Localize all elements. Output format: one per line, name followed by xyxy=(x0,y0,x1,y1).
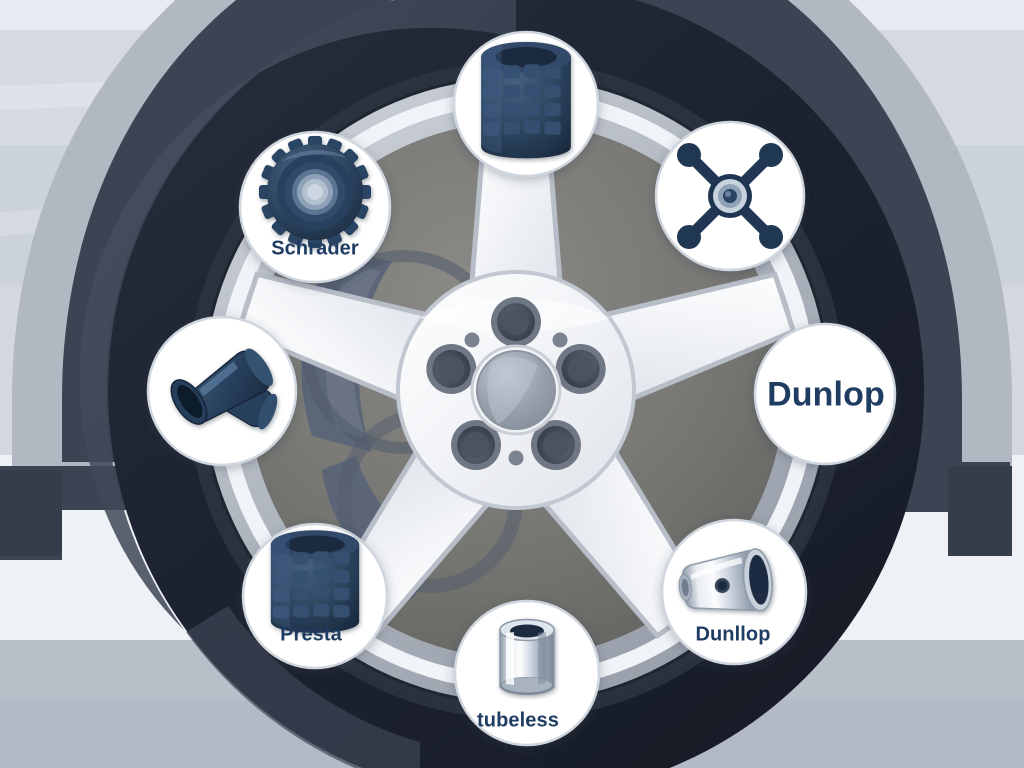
bubble-node-bottom-left[interactable] xyxy=(241,522,389,670)
bubble-node-top[interactable] xyxy=(452,30,600,178)
lug-wrench-cross-icon xyxy=(677,143,783,249)
bubble-node-top-right[interactable] xyxy=(654,120,806,272)
hotspot-node-left[interactable] xyxy=(148,317,296,465)
hotspot-node-bottom-left[interactable] xyxy=(243,524,387,668)
bubble-node-right[interactable] xyxy=(753,322,897,466)
valve-stem-cylinder-icon xyxy=(499,618,555,695)
hotspot-node-right[interactable] xyxy=(755,324,895,464)
valve-stems-pair-icon xyxy=(170,348,278,430)
tire-tread-barrel-icon xyxy=(481,41,571,159)
node-bubbles xyxy=(146,30,897,747)
tire-front-face-icon xyxy=(259,136,371,248)
hotspot-node-top[interactable] xyxy=(454,32,598,176)
hotspot-node-bottom[interactable] xyxy=(455,601,599,745)
bubble-node-left[interactable] xyxy=(146,315,298,467)
tire-tread-barrel-icon-presta xyxy=(270,530,360,633)
bubble-node-bottom-right[interactable] xyxy=(660,518,808,666)
valve-cap-cone-icon xyxy=(678,548,773,612)
hotspot-node-top-right[interactable] xyxy=(656,122,804,270)
hotspot-node-bottom-right[interactable] xyxy=(662,520,806,664)
bubble-node-top-left[interactable] xyxy=(238,130,392,284)
bubble-node-bottom[interactable] xyxy=(453,599,601,747)
hotspot-node-top-left[interactable] xyxy=(240,132,390,282)
wheel-hub xyxy=(426,297,606,471)
